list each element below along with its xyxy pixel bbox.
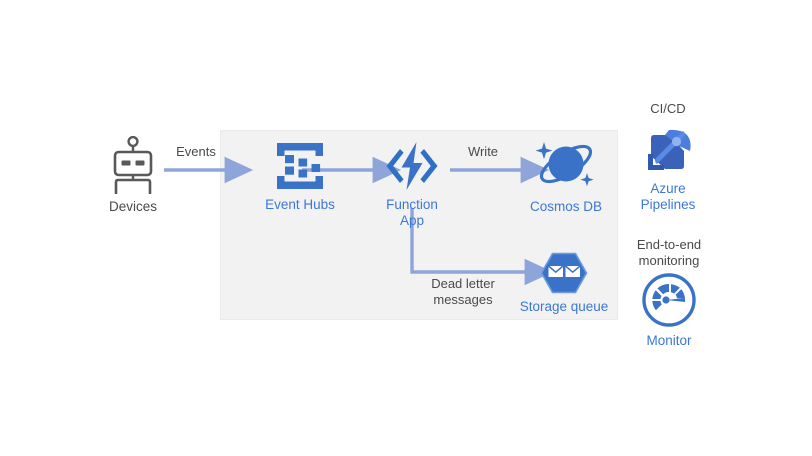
edge-label-events: Events bbox=[176, 144, 216, 159]
node-function-app-label: Function App bbox=[386, 197, 438, 228]
caption-monitoring: End-to-end monitoring bbox=[636, 237, 702, 268]
node-monitor: Monitor bbox=[628, 272, 710, 349]
edge-label-dead-letter-messages: Dead letter messages bbox=[431, 276, 495, 307]
node-storage-queue-label: Storage queue bbox=[519, 299, 609, 314]
event-hubs-icon bbox=[277, 143, 323, 189]
node-function-app: Function App bbox=[372, 140, 452, 228]
monitor-icon bbox=[642, 273, 696, 327]
node-azure-pipelines-label: Azure Pipelines bbox=[640, 181, 696, 212]
robot-icon bbox=[113, 136, 153, 194]
cosmos-db-icon bbox=[535, 142, 594, 187]
storage-queue-icon bbox=[540, 252, 588, 294]
node-cosmos-db-label: Cosmos DB bbox=[529, 199, 602, 214]
node-devices: Devices bbox=[98, 136, 168, 215]
node-azure-pipelines: Azure Pipelines bbox=[628, 126, 708, 212]
function-app-icon bbox=[386, 142, 438, 190]
azure-pipelines-icon bbox=[648, 129, 691, 170]
node-cosmos-db: Cosmos DB bbox=[518, 136, 614, 215]
node-storage-queue: Storage queue bbox=[514, 252, 614, 315]
node-devices-label: Devices bbox=[108, 199, 157, 214]
node-event-hubs-label: Event Hubs bbox=[265, 197, 335, 212]
edge-label-write: Write bbox=[467, 144, 499, 159]
caption-cicd: CI/CD bbox=[650, 101, 686, 116]
node-monitor-label: Monitor bbox=[646, 333, 692, 348]
node-event-hubs: Event Hubs bbox=[222, 140, 378, 213]
